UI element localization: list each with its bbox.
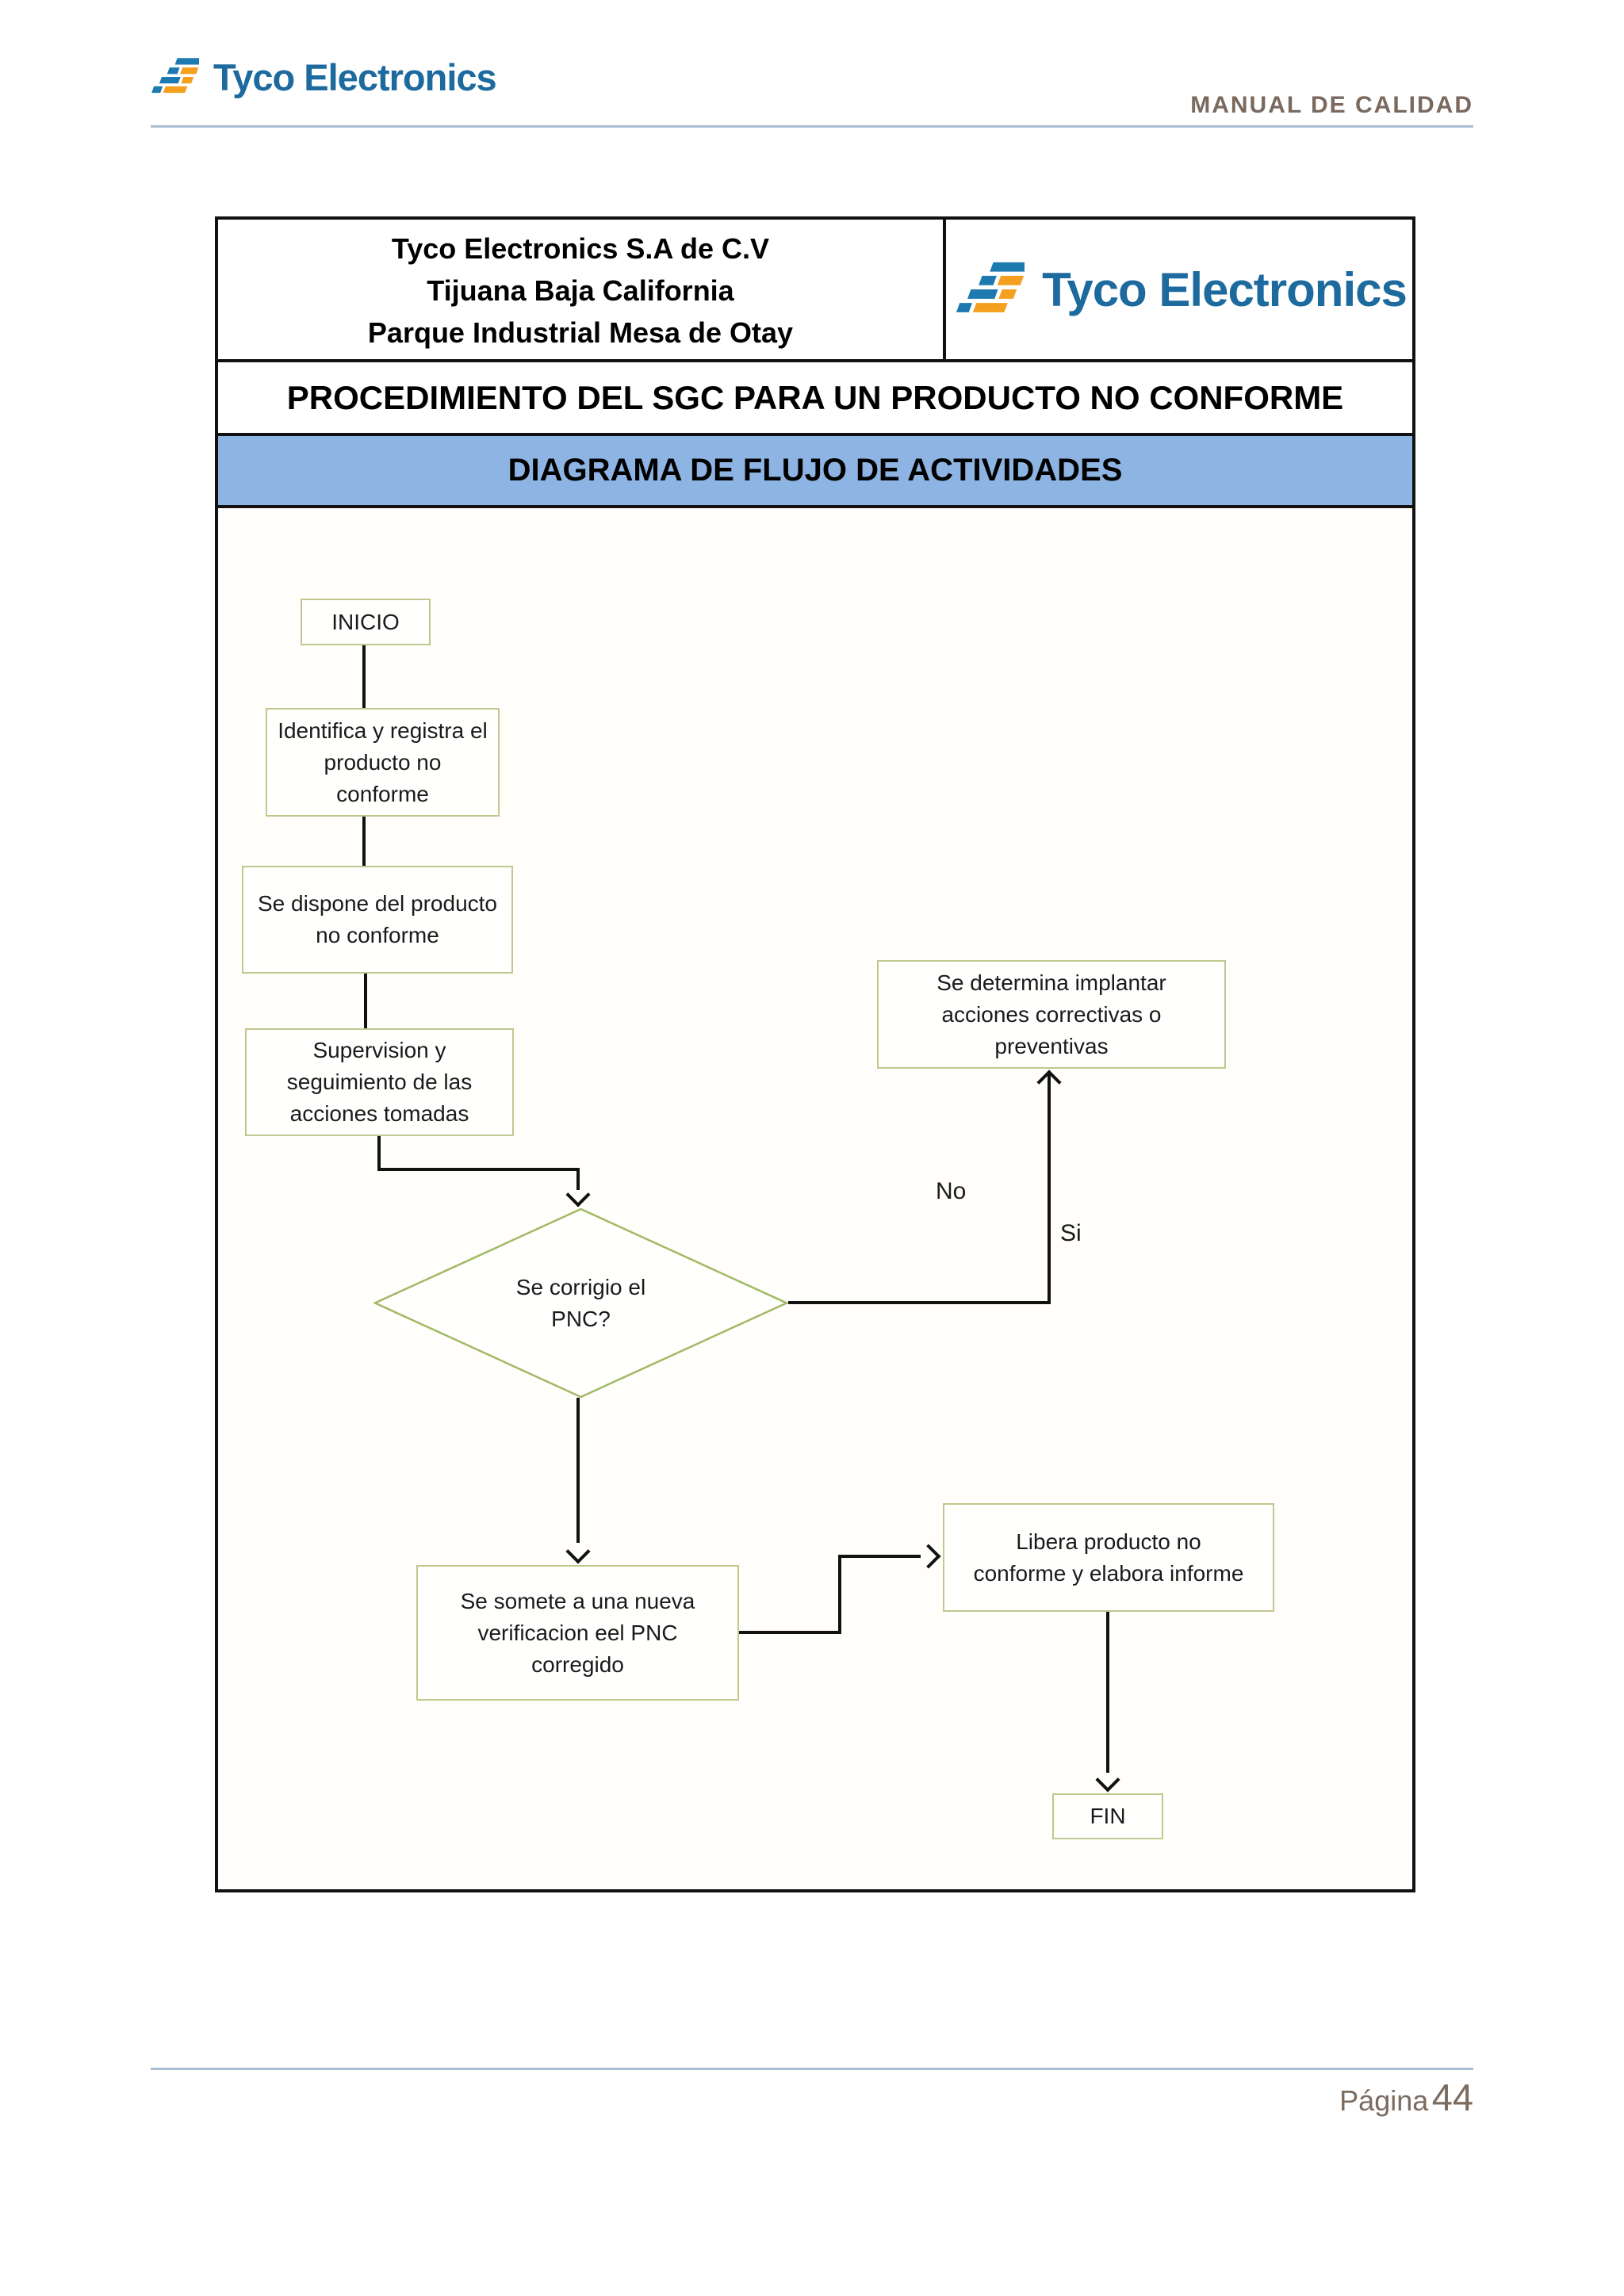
- flow-node-inicio: INICIO: [301, 599, 431, 645]
- flow-node-libera-label: Libera producto no conforme y elabora in…: [973, 1529, 1244, 1586]
- manual-title-label: MANUAL DE CALIDAD: [1190, 92, 1473, 118]
- flow-node-supervision: Supervision y seguimiento de las accione…: [245, 1028, 514, 1136]
- flow-node-determina-label: Se determina implantar acciones correcti…: [936, 970, 1166, 1058]
- footer-page-word: Página: [1339, 2084, 1429, 2117]
- company-park: Parque Industrial Mesa de Otay: [367, 316, 794, 349]
- connector-libera-fin: [1106, 1612, 1109, 1773]
- flow-node-fin: FIN: [1052, 1793, 1163, 1839]
- branch-label-si: Si: [1060, 1220, 1082, 1246]
- connector-inicio-identifica: [362, 645, 366, 708]
- tyco-logo-icon-large: [956, 262, 1025, 312]
- connector-into-diamond: [576, 1168, 580, 1190]
- flow-node-libera: Libera producto no conforme y elabora in…: [943, 1503, 1274, 1612]
- connector-somete-elbow-h1: [739, 1631, 841, 1634]
- connector-somete-elbow-v: [838, 1556, 841, 1634]
- arrowhead-into-libera: [916, 1544, 941, 1569]
- decision-diamond-shape: [372, 1207, 790, 1399]
- flow-node-somete: Se somete a una nueva verificacion eel P…: [416, 1565, 739, 1701]
- tyco-logo: Tyco Electronics: [148, 54, 497, 100]
- connector-identifica-dispone: [362, 817, 366, 866]
- company-info-cell: Tyco Electronics S.A de C.V Tijuana Baja…: [218, 220, 946, 359]
- flow-node-dispone: Se dispone del producto no conforme: [242, 866, 513, 974]
- arrowhead-into-diamond: [565, 1182, 591, 1207]
- company-name: Tyco Electronics S.A de C.V: [391, 232, 770, 265]
- tyco-logo-icon: [151, 58, 199, 94]
- page-footer: Página 44: [1339, 2076, 1473, 2119]
- diagram-title-bar: DIAGRAMA DE FLUJO DE ACTIVIDADES: [218, 436, 1412, 508]
- sheet-header-row: Tyco Electronics S.A de C.V Tijuana Baja…: [218, 220, 1412, 362]
- company-city: Tijuana Baja California: [427, 274, 734, 307]
- connector-somete-elbow-h2: [838, 1555, 921, 1558]
- flow-decision-label: Se corrigio el PNC?: [515, 1274, 646, 1331]
- flow-node-supervision-label: Supervision y seguimiento de las accione…: [286, 1038, 473, 1126]
- arrowhead-into-somete: [565, 1539, 591, 1564]
- tyco-logo-text-large: Tyco Electronics: [1042, 262, 1408, 316]
- flowchart-canvas: INICIO Identifica y registra el producto…: [218, 508, 1412, 1889]
- flow-node-inicio-label: INICIO: [331, 609, 400, 634]
- procedure-title: PROCEDIMIENTO DEL SGC PARA UN PRODUCTO N…: [218, 362, 1412, 436]
- connector-dispone-supervision: [364, 974, 367, 1028]
- connector-diamond-down: [576, 1398, 580, 1543]
- footer-rule: [151, 2068, 1473, 2070]
- connector-up-to-determina: [1048, 1073, 1051, 1304]
- flow-node-identifica: Identifica y registra el producto no con…: [266, 708, 500, 817]
- arrowhead-into-fin: [1095, 1767, 1120, 1793]
- arrowhead-into-determina: [1036, 1070, 1062, 1095]
- flow-node-somete-label: Se somete a una nueva verificacion eel P…: [460, 1588, 695, 1677]
- connector-diamond-right-h: [788, 1301, 1051, 1304]
- flow-node-identifica-label: Identifica y registra el producto no con…: [278, 718, 488, 806]
- flow-decision-diamond: [372, 1207, 790, 1399]
- footer-page-number: 44: [1431, 2076, 1473, 2118]
- procedure-sheet: Tyco Electronics S.A de C.V Tijuana Baja…: [215, 216, 1415, 1892]
- connector-supervision-elbow-h: [377, 1168, 580, 1171]
- header-rule: [151, 125, 1473, 128]
- logo-cell: Tyco Electronics: [946, 220, 1412, 359]
- flow-node-determina: Se determina implantar acciones correcti…: [877, 960, 1226, 1069]
- connector-supervision-elbow-v: [377, 1136, 381, 1171]
- flow-node-dispone-label: Se dispone del producto no conforme: [258, 891, 497, 947]
- branch-label-no: No: [936, 1178, 967, 1204]
- tyco-logo-text: Tyco Electronics: [213, 55, 497, 98]
- flow-node-fin-label: FIN: [1090, 1804, 1126, 1828]
